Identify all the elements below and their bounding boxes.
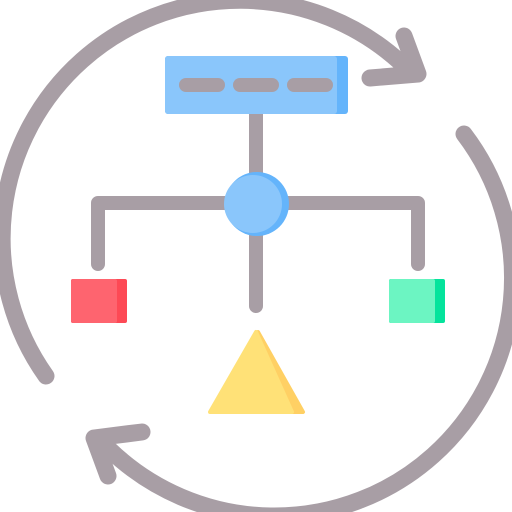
connector-lines	[91, 105, 425, 313]
connector-left-branch	[91, 196, 235, 271]
triangle-node-face	[208, 330, 294, 414]
left-node-face	[71, 279, 117, 323]
left-node	[71, 279, 127, 323]
right-node-face	[389, 279, 435, 323]
hub-circle-face	[224, 175, 282, 233]
triangle-node	[208, 330, 305, 414]
header-process-box	[165, 56, 348, 114]
connector-right-branch	[277, 196, 425, 271]
cycle-arrowhead-top	[361, 27, 427, 87]
cycle-arrow-bottom	[85, 125, 512, 512]
cycle-arrowhead-bottom	[85, 423, 151, 485]
hub-circle	[224, 172, 289, 236]
cycle-arc-bottom	[101, 125, 512, 512]
right-node	[389, 279, 445, 323]
cycle-arc-top	[0, 0, 409, 385]
cycle-arrow-top	[0, 0, 427, 385]
